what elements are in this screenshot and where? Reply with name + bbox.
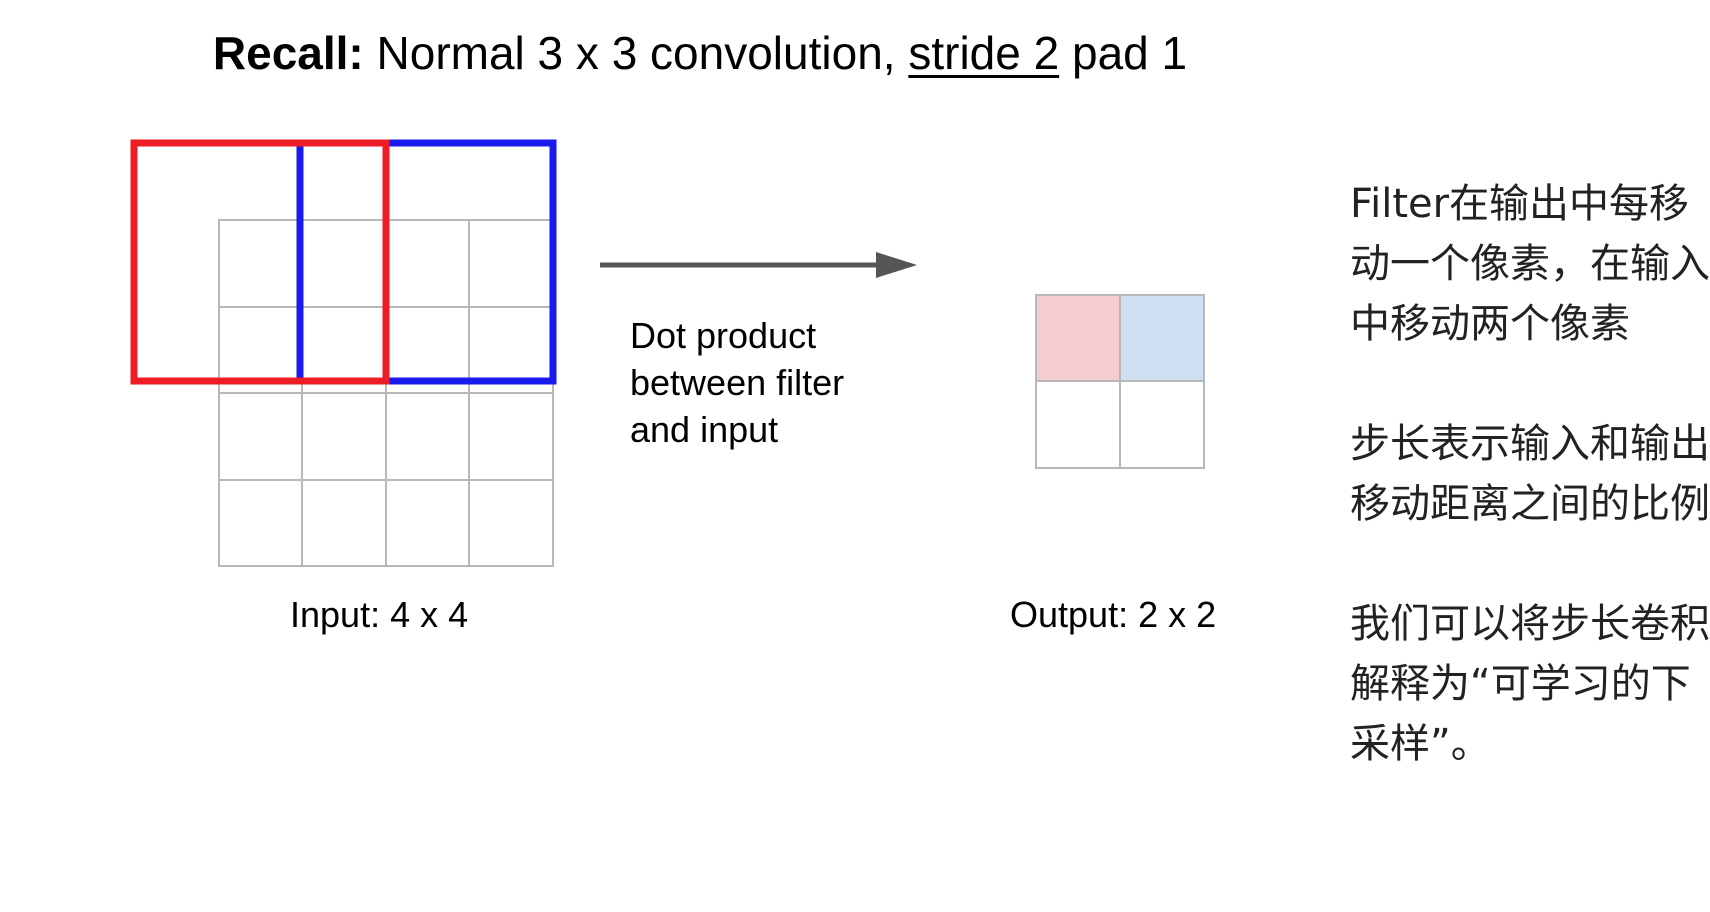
side-note: 步长表示输入和输出移动距离之间的比例 (1350, 421, 1710, 527)
input-label: Input: 4 x 4 (290, 594, 469, 635)
dot-product-line: Dot product (630, 315, 817, 356)
dot-product-line: and input (630, 409, 779, 450)
title-pre: Normal 3 x 3 convolution, (363, 27, 909, 79)
output-cell (1035, 380, 1121, 469)
output-cell-red (1035, 294, 1121, 382)
output-label: Output: 2 x 2 (1010, 594, 1217, 635)
side-note: Filter在输出中每移动一个像素，在输入中移动两个像素 (1350, 181, 1710, 347)
dot-product-label: Dot product between filter and input (630, 312, 844, 453)
output-grid (1035, 294, 1205, 469)
side-notes: Filter在输出中每移动一个像素，在输入中移动两个像素 步长表示输入和输出移动… (1350, 174, 1710, 834)
output-cell (1119, 380, 1205, 469)
side-note: 我们可以将步长卷积解释为“可学习的下采样”。 (1350, 601, 1710, 767)
dot-product-line: between filter (630, 362, 845, 403)
arrow-icon (600, 252, 917, 278)
title-recall: Recall: (212, 27, 364, 79)
title-stride: stride 2 (908, 27, 1060, 79)
title-post: pad 1 (1059, 27, 1188, 79)
blue-filter-window (296, 139, 557, 385)
slide-title: Recall: Normal 3 x 3 convolution, stride… (0, 26, 1400, 80)
red-filter-window (130, 139, 390, 385)
output-cell-blue (1119, 294, 1205, 382)
